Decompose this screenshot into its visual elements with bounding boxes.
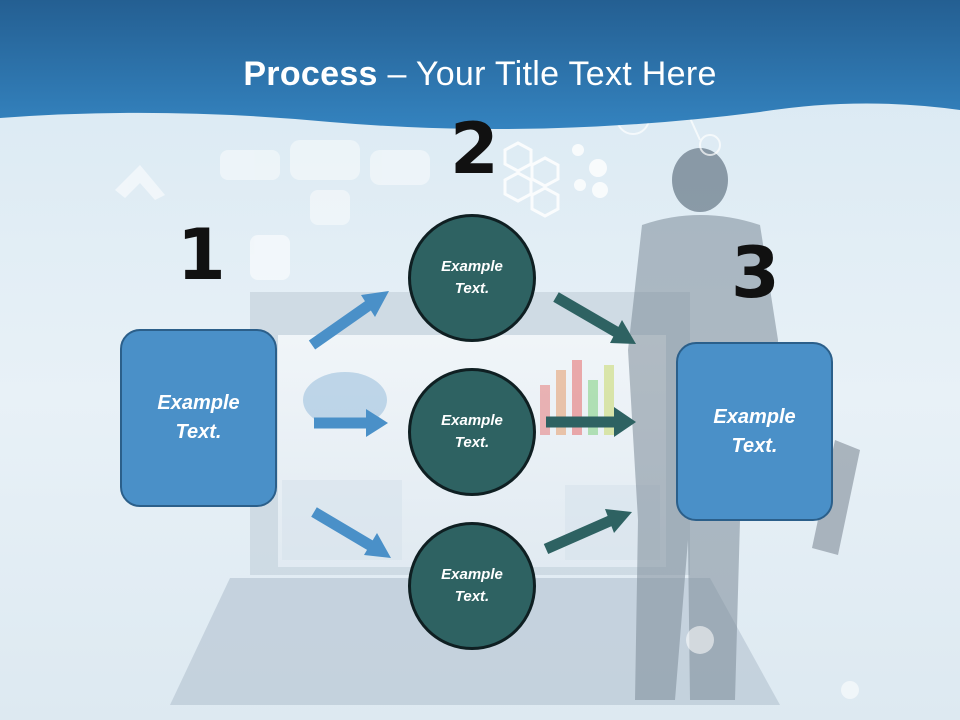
step-2-text-top: Example Text.	[441, 257, 503, 298]
step-3-text: Example Text.	[713, 405, 796, 457]
step-2-circle-top: Example Text.	[408, 214, 536, 342]
title-rest: – Your Title Text Here	[377, 55, 717, 93]
step-3-box: Example Text.	[676, 342, 833, 521]
step-1-box: Example Text.	[120, 329, 277, 507]
step-2-circle-middle: Example Text.	[408, 368, 536, 496]
step-2-text-middle: Example Text.	[441, 411, 503, 452]
step-number-2: 2	[450, 108, 499, 190]
slide-title: Process – Your Title Text Here	[0, 55, 960, 94]
step-2-circle-bottom: Example Text.	[408, 522, 536, 650]
step-number-3: 3	[731, 232, 780, 314]
step-1-text: Example Text.	[157, 392, 240, 443]
step-number-1: 1	[177, 214, 226, 296]
header-band	[0, 0, 960, 130]
title-bold: Process	[243, 55, 378, 93]
step-2-text-bottom: Example Text.	[441, 565, 503, 606]
